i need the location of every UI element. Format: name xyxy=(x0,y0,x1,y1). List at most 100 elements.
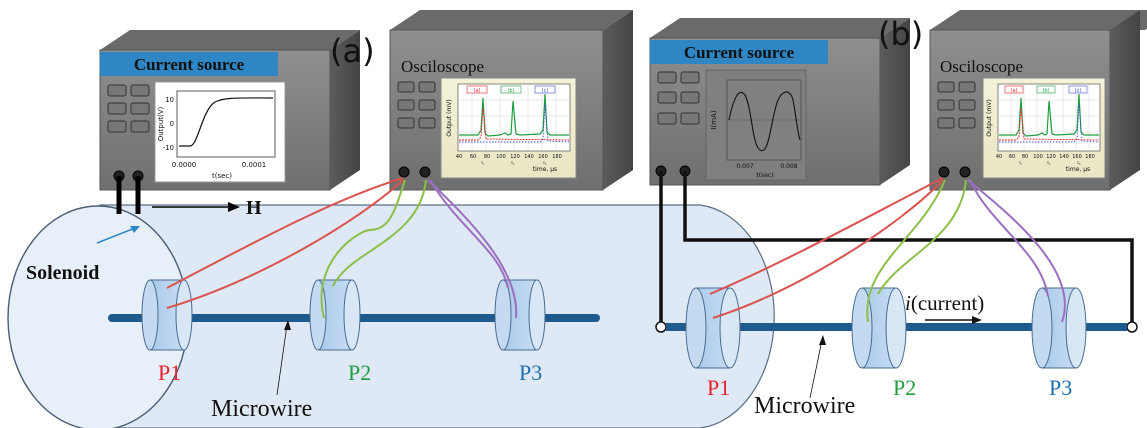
probe-disk-p1-b xyxy=(685,287,741,369)
current-label: i(current) xyxy=(905,291,984,315)
wire-label-b: Microwire xyxy=(754,393,855,419)
scope-xtick-a-4: 120 xyxy=(510,154,520,160)
circuit-b xyxy=(659,171,1134,322)
scope-xlabel-a: time, µs xyxy=(533,166,557,173)
source-xlabel-a: t(sec) xyxy=(212,172,232,180)
oscilloscope-a: Osciloscope xyxy=(389,10,633,191)
source-buttons-a[interactable] xyxy=(107,84,150,133)
field-arrow-head xyxy=(228,202,240,212)
panel-a: Current source 10 0 -10 0.0000 0.0001 xyxy=(7,10,775,428)
scope-xtick-a-1: 60 xyxy=(470,154,476,160)
scope-xtick-b-4: 120 xyxy=(1046,154,1056,160)
scope-legend-a-1: (b) xyxy=(507,88,514,94)
source-plot-b: 0.007 0.008 t(sec) I(mA) xyxy=(705,69,807,181)
panel-b: Current source 0.007 0.008 t(sec) I( xyxy=(649,10,1147,419)
scope-buttons-a[interactable] xyxy=(397,81,436,129)
probe-disk-p2-b xyxy=(851,287,907,369)
scope-legend-b-2: (c) xyxy=(1075,88,1082,94)
probe-disk-p3-b xyxy=(1031,287,1087,369)
wire-pointer-a xyxy=(276,324,288,396)
probe-label-b-p2: P2 xyxy=(893,375,916,400)
wire-pointer-b xyxy=(809,339,823,399)
probe-disk-p1-a xyxy=(141,279,193,351)
source-xtick-b-0: 0.007 xyxy=(736,163,753,170)
scope-legend-a-2: (c) xyxy=(542,88,549,94)
source-title-a: Current source xyxy=(134,55,245,74)
source-ytick-a-2: -10 xyxy=(163,144,174,152)
scope-marker-a-0: t₁ xyxy=(481,161,484,166)
scope-xtick-a-2: 80 xyxy=(484,154,490,160)
scope-xtick-b-3: 100 xyxy=(1033,154,1043,160)
scope-ylabel-a: Output (mV) xyxy=(446,99,453,136)
solenoid-label: Solenoid xyxy=(26,262,99,284)
scope-legend-b-1: (b) xyxy=(1042,88,1049,94)
scope-marker-a-2: t₃ xyxy=(543,161,546,166)
current-arrow-head xyxy=(972,316,982,324)
solenoid-pointer-head xyxy=(130,226,140,233)
scope-title-b: Osciloscope xyxy=(940,57,1023,76)
scope-plot-b: (a) (b) (c) 40 60 80 100 120 140 160 180… xyxy=(982,77,1106,179)
scope-xtick-a-0: 40 xyxy=(456,154,462,160)
scope-terminal-a-2[interactable] xyxy=(419,166,431,178)
panel-label-b: (b) xyxy=(878,15,923,53)
source-xtick-b-1: 0.008 xyxy=(780,163,797,170)
panel-label-a: (a) xyxy=(330,32,375,70)
wire-pointer-head-a xyxy=(284,320,291,330)
field-label: H xyxy=(246,197,262,219)
source-ytick-a-0: 10 xyxy=(165,96,174,104)
scope-marker-b-1: t₂ xyxy=(1047,161,1050,166)
source-title-bar-b xyxy=(650,40,828,64)
probe-label-a-p1: P1 xyxy=(158,360,181,385)
oscilloscope-b: Osciloscope xyxy=(929,10,1147,191)
source-title-bar-a xyxy=(100,52,278,76)
scope-title-a: Osciloscope xyxy=(401,57,484,76)
scope-marker-b-2: t₃ xyxy=(1077,161,1080,166)
probe-label-a-p2: P2 xyxy=(348,360,371,385)
scope-xtick-b-2: 80 xyxy=(1022,154,1028,160)
probe-leads-b xyxy=(709,177,1066,323)
terminal-node-left xyxy=(655,321,667,333)
wire-pointer-head-b xyxy=(819,335,826,345)
source-ylabel-b: I(mA) xyxy=(710,110,718,129)
terminal-node-right xyxy=(1126,321,1138,333)
scope-ylabel-b: Output (mV) xyxy=(986,99,993,136)
scope-xtick-b-6: 160 xyxy=(1072,154,1082,160)
scope-plot-a: (a) (b) (c) 40 60 80 100 120 140 160 180… xyxy=(440,77,577,179)
scope-xtick-b-1: 60 xyxy=(1009,154,1015,160)
scope-xtick-a-3: 100 xyxy=(496,154,506,160)
wire-label-a: Microwire xyxy=(211,396,312,422)
source-ylabel-a: Output(V) xyxy=(157,106,165,141)
scope-legend-a-0: (a) xyxy=(474,88,481,94)
scope-marker-a-1: t₂ xyxy=(511,161,514,166)
scope-xtick-b-7: 180 xyxy=(1085,154,1095,160)
scope-terminal-a-1[interactable] xyxy=(398,166,410,178)
probe-leads-a xyxy=(166,177,518,319)
current-source-b: Current source 0.007 0.008 t(sec) I( xyxy=(649,18,910,186)
current-source-a: Current source 10 0 -10 0.0000 0.0001 xyxy=(99,30,360,191)
scope-legend-b: (a) (b) (c) xyxy=(1004,85,1088,94)
probe-label-b-p3: P3 xyxy=(1049,375,1072,400)
scope-legend-b-0: (a) xyxy=(1011,88,1018,94)
scope-xtick-a-6: 160 xyxy=(538,154,548,160)
scope-xtick-a-5: 140 xyxy=(524,154,534,160)
scope-terminal-b-1[interactable] xyxy=(938,166,950,178)
scope-marker-b-0: t₁ xyxy=(1019,161,1022,166)
scope-legend-a: (a) (b) (c) xyxy=(466,85,556,94)
source-plot-a: 10 0 -10 0.0000 0.0001 t(sec) Output(V) xyxy=(154,81,286,183)
solenoid-pointer xyxy=(96,227,136,244)
source-ytick-a-1: 0 xyxy=(170,120,174,128)
source-xtick-a-0: 0.0000 xyxy=(172,161,197,169)
scope-xlabel-b: time, µs xyxy=(1066,166,1090,173)
source-title-b: Current source xyxy=(684,43,795,62)
source-xlabel-b: t(sec) xyxy=(756,172,773,179)
probe-label-b-p1: P1 xyxy=(707,375,730,400)
scope-buttons-b[interactable] xyxy=(937,81,976,129)
source-buttons-b[interactable] xyxy=(657,71,700,125)
source-xtick-a-1: 0.0001 xyxy=(242,161,267,169)
probe-label-a-p3: P3 xyxy=(519,360,542,385)
scope-xtick-b-5: 140 xyxy=(1059,154,1069,160)
probe-disk-p2-a xyxy=(309,279,361,351)
scope-xtick-a-7: 180 xyxy=(552,154,562,160)
scope-terminal-b-2[interactable] xyxy=(959,166,971,178)
